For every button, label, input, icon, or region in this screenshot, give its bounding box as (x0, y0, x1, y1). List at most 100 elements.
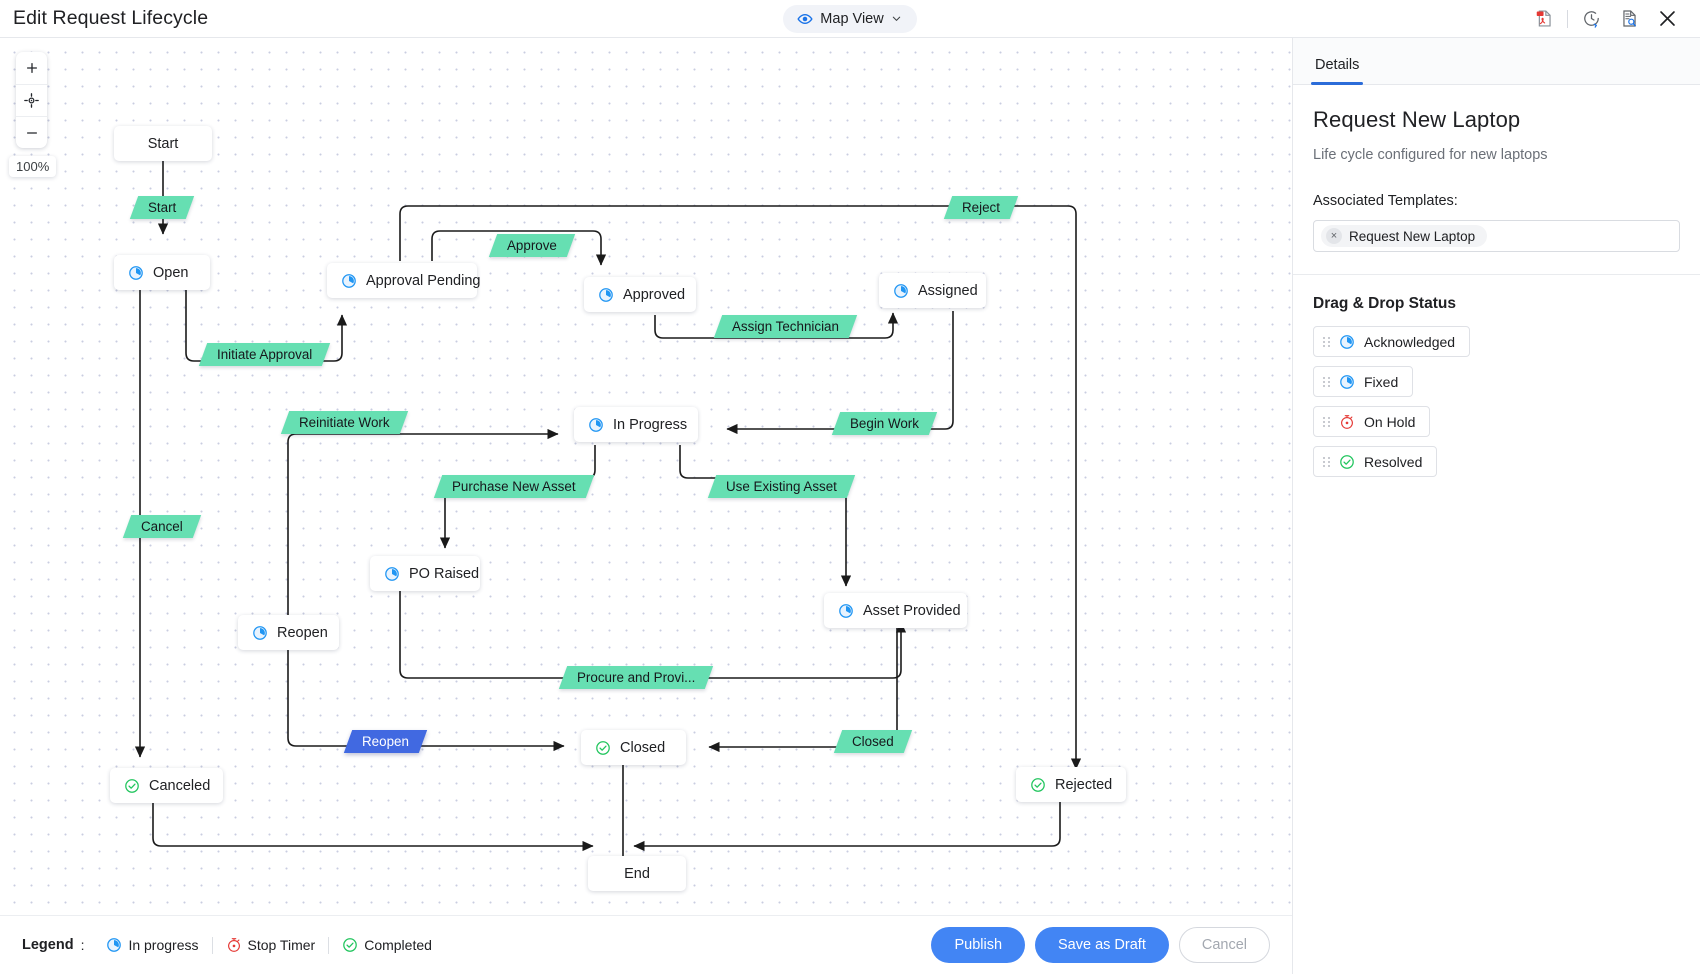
associated-templates-label: Associated Templates: (1313, 193, 1458, 209)
node-reopen[interactable]: Reopen (238, 615, 339, 650)
associated-templates-field[interactable]: × Request New Laptop (1313, 220, 1680, 252)
node-label: PO Raised (409, 565, 480, 582)
map-view-button[interactable]: Map View (783, 4, 917, 33)
node-assigned[interactable]: Assigned (879, 273, 986, 308)
header-center-group: Map View (0, 4, 1700, 33)
node-label: Reopen (277, 624, 328, 641)
transition-label: Reject (962, 200, 1000, 215)
legend-label: Completed (364, 937, 432, 953)
close-icon[interactable]: × (1326, 228, 1342, 244)
drag-handle-icon[interactable] (1323, 456, 1330, 467)
eye-icon (797, 13, 813, 24)
panel-subtitle: Life cycle configured for new laptops (1313, 147, 1548, 163)
drag-handle-icon[interactable] (1323, 336, 1330, 347)
template-chip[interactable]: × Request New Laptop (1321, 225, 1488, 247)
transition-start[interactable]: Start (129, 196, 195, 219)
transition-label: Assign Technician (732, 319, 839, 334)
transition-assign-technician[interactable]: Assign Technician (713, 315, 858, 338)
transition-cancel[interactable]: Cancel (122, 515, 201, 538)
node-label: Start (147, 135, 179, 152)
legend-item-completed: Completed (329, 937, 445, 953)
tab-details[interactable]: Details (1311, 57, 1364, 85)
transition-label: Use Existing Asset (726, 479, 837, 494)
panel-divider (1293, 274, 1700, 275)
in-progress-icon (894, 283, 908, 298)
history-clock-icon[interactable] (1572, 0, 1610, 38)
status-item-resolved[interactable]: Resolved (1313, 446, 1438, 477)
node-label: Approval Pending (366, 272, 481, 289)
panel-title: Request New Laptop (1313, 107, 1521, 132)
node-label: In Progress (613, 416, 688, 433)
panel-body: Request New Laptop Life cycle configured… (1293, 85, 1700, 252)
legend-divider (328, 936, 330, 954)
node-start[interactable]: Start (114, 126, 212, 161)
transition-label: Initiate Approval (217, 347, 313, 362)
transition-label: Closed (852, 734, 894, 749)
transition-reinitiate-work[interactable]: Reinitiate Work (280, 411, 408, 434)
transition-begin-work[interactable]: Begin Work (831, 412, 938, 435)
transition-use-existing-asset[interactable]: Use Existing Asset (707, 475, 856, 498)
zoom-in-button[interactable] (16, 52, 47, 84)
in-progress-icon (385, 566, 399, 581)
in-progress-icon (107, 938, 122, 952)
status-item-label: Acknowledged (1364, 333, 1456, 350)
page-title: Edit Request Lifecycle (13, 7, 209, 29)
cancel-button[interactable]: Cancel (1178, 927, 1270, 963)
save-as-draft-button[interactable]: Save as Draft (1035, 927, 1169, 963)
transition-procure-and-provide[interactable]: Procure and Provi... (558, 666, 714, 689)
status-item-fixed[interactable]: Fixed (1313, 366, 1414, 397)
node-po-raised[interactable]: PO Raised (370, 556, 480, 591)
stop-timer-icon (1341, 414, 1353, 429)
legend-title: Legend (22, 937, 74, 953)
drag-drop-status-title: Drag & Drop Status (1313, 295, 1456, 312)
in-progress-icon (1340, 374, 1354, 389)
template-chip-label: Request New Laptop (1349, 228, 1476, 244)
legend: Legend : In progress (22, 936, 445, 954)
node-label: Canceled (149, 777, 211, 794)
zoom-controls (16, 52, 47, 148)
node-rejected[interactable]: Rejected (1016, 767, 1126, 802)
transition-closed[interactable]: Closed (833, 730, 912, 753)
legend-divider (211, 936, 213, 954)
transition-initiate-approval[interactable]: Initiate Approval (198, 343, 331, 366)
transition-label: Procure and Provi... (577, 670, 696, 685)
status-item-label: Fixed (1364, 373, 1399, 390)
node-end[interactable]: End (588, 856, 686, 891)
publish-button[interactable]: Publish (931, 927, 1026, 963)
node-closed[interactable]: Closed (581, 730, 686, 765)
node-asset-provided[interactable]: Asset Provided (824, 593, 967, 628)
recenter-icon[interactable] (16, 84, 47, 116)
in-progress-icon (253, 625, 267, 640)
legend-label: In progress (128, 937, 199, 953)
node-label: Asset Provided (863, 602, 961, 619)
drag-handle-icon[interactable] (1323, 376, 1330, 387)
node-label: Open (153, 264, 189, 281)
status-item-on-hold[interactable]: On Hold (1313, 406, 1431, 437)
in-progress-icon (839, 603, 853, 618)
stop-timer-icon (227, 938, 240, 952)
legend-colon: : (80, 937, 85, 953)
transition-label: Start (148, 200, 177, 215)
node-in-progress[interactable]: In Progress (574, 407, 698, 442)
node-open[interactable]: Open (114, 255, 210, 290)
header-actions (1525, 0, 1700, 38)
node-canceled[interactable]: Canceled (110, 768, 223, 803)
completed-icon (125, 778, 139, 793)
transition-approve[interactable]: Approve (488, 234, 576, 257)
legend-item-stop-timer: Stop Timer (213, 937, 329, 953)
node-approval-pending[interactable]: Approval Pending (327, 263, 481, 298)
close-icon[interactable] (1648, 0, 1686, 38)
drag-handle-icon[interactable] (1323, 416, 1330, 427)
details-panel: Details Request New Laptop Life cycle co… (1292, 38, 1700, 974)
transition-reject[interactable]: Reject (943, 196, 1019, 219)
transition-label: Purchase New Asset (452, 479, 576, 494)
pdf-export-icon[interactable] (1525, 0, 1563, 38)
node-label: End (624, 865, 650, 882)
status-item-acknowledged[interactable]: Acknowledged (1313, 326, 1471, 357)
transition-reopen[interactable]: Reopen (343, 730, 428, 753)
node-approved[interactable]: Approved (584, 277, 696, 312)
lifecycle-canvas[interactable]: 100% (0, 38, 1292, 915)
zoom-out-button[interactable] (16, 116, 47, 148)
document-search-icon[interactable] (1610, 0, 1648, 38)
transition-purchase-new-asset[interactable]: Purchase New Asset (433, 475, 594, 498)
